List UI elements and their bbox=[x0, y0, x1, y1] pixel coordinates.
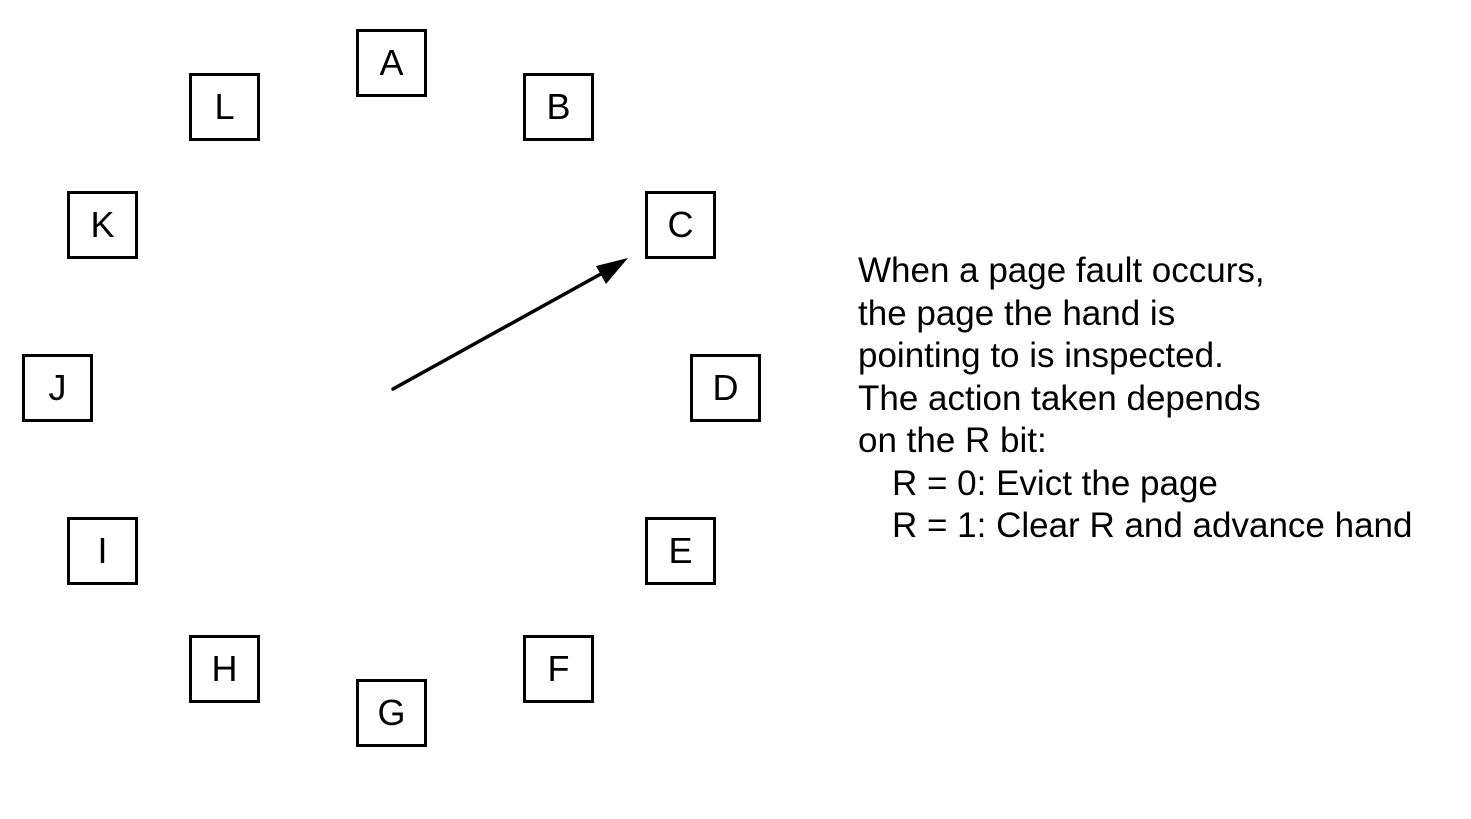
explanation-line: The action taken depends bbox=[858, 378, 1261, 418]
rule-r0-evict: R = 0: Evict the page bbox=[892, 463, 1218, 503]
page-frame-e: E bbox=[645, 517, 716, 585]
explanation-line: pointing to is inspected. bbox=[858, 336, 1224, 375]
page-frame-f: F bbox=[523, 635, 594, 703]
page-frame-i: I bbox=[67, 517, 138, 585]
clock-hand-shaft bbox=[391, 268, 610, 391]
rule-r1-clear-advance: R = 1: Clear R and advance hand bbox=[892, 506, 1413, 545]
explanation-line: on the R bit: bbox=[858, 421, 1047, 460]
explanation-line: When a page fault occurs, bbox=[858, 251, 1265, 290]
page-frame-l: L bbox=[189, 73, 260, 141]
page-frame-d: D bbox=[690, 354, 761, 422]
explanation-line: the page the hand is bbox=[858, 293, 1176, 333]
page-frame-g: G bbox=[356, 679, 427, 747]
page-frame-h: H bbox=[189, 635, 260, 703]
page-frame-b: B bbox=[523, 73, 594, 141]
clock-hand-arrowhead bbox=[596, 258, 628, 284]
page-frame-k: K bbox=[67, 191, 138, 259]
page-frame-j: J bbox=[22, 354, 93, 422]
clock-diagram: A B C D E F G H I J K L bbox=[22, 29, 761, 747]
algorithm-explanation: When a page fault occurs, the page the h… bbox=[858, 250, 1412, 548]
page-frame-a: A bbox=[356, 29, 427, 97]
page-frame-c: C bbox=[645, 191, 716, 259]
